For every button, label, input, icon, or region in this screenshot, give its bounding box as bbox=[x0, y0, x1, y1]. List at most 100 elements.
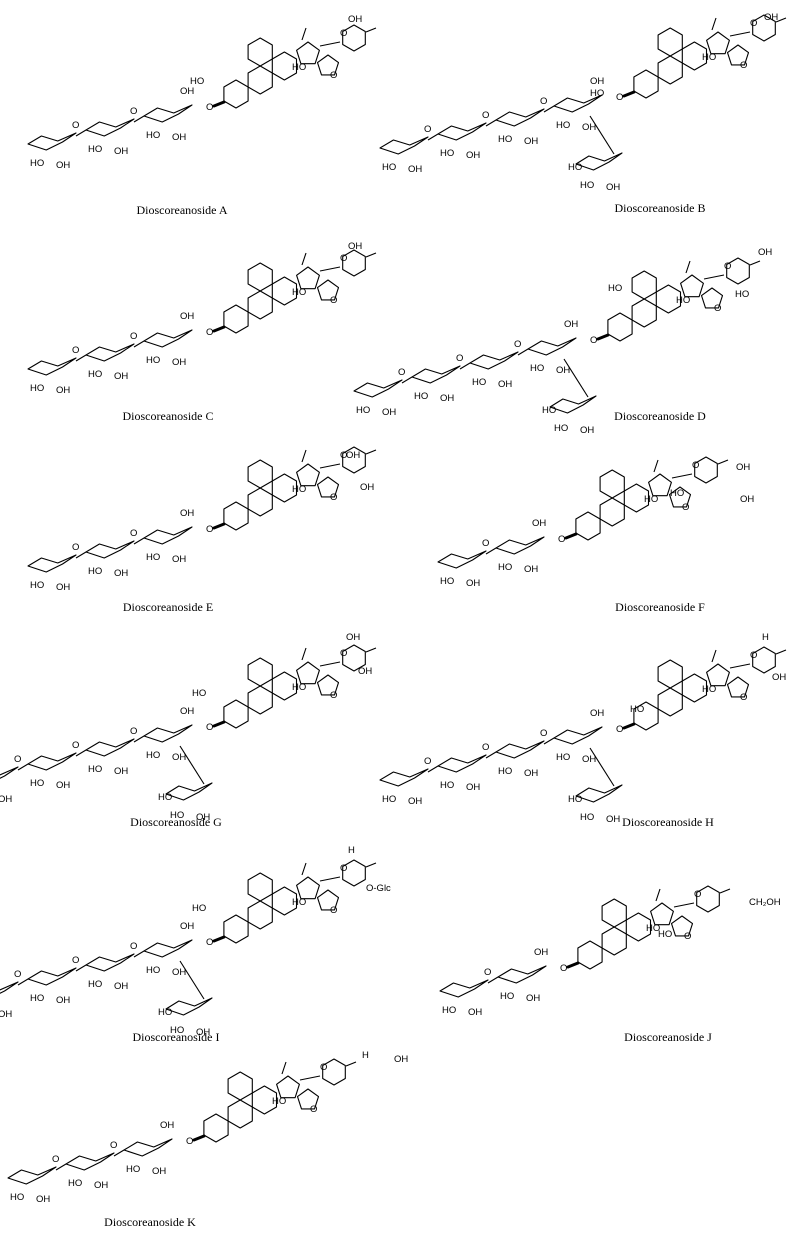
steroid-ring-c bbox=[601, 898, 627, 928]
sugar-link-oxygen-0: O bbox=[540, 96, 547, 107]
aglycone-label-1: HO bbox=[658, 929, 672, 940]
sugar-oh-label-3: OH bbox=[382, 407, 396, 418]
sugar-link-1 bbox=[485, 119, 497, 127]
steroid-ring-c bbox=[247, 262, 273, 292]
branch-sugar-ring bbox=[549, 395, 597, 414]
pyran-oxygen-label: O bbox=[340, 28, 347, 39]
aglycone-label-2: HO bbox=[608, 283, 622, 294]
methyl-bond bbox=[301, 27, 307, 41]
branch-sugar-ho-label: HO bbox=[542, 405, 556, 416]
furan-oxygen-label: O bbox=[330, 905, 337, 916]
c14-hydroxyl-label: HO bbox=[702, 52, 716, 63]
sugar-link-0 bbox=[517, 348, 529, 356]
sugar-ho-label-1: HO bbox=[442, 1005, 456, 1016]
sugar-ring-3 bbox=[353, 379, 403, 398]
sugar-link-oxygen-1: O bbox=[72, 542, 79, 553]
sugar-ho-label-1: HO bbox=[88, 979, 102, 990]
c14-hydroxyl-label: HO bbox=[646, 923, 660, 934]
pyran-oxygen-label: O bbox=[694, 889, 701, 900]
sugar-ring-1 bbox=[65, 1152, 115, 1171]
structure-panel-i: OOHOHO-GlcHOOHOOHOHOHOOHOHOOHOHOOHHOHOOH… bbox=[0, 835, 400, 1050]
sugar-ring-2 bbox=[437, 754, 487, 773]
sugar-ho-label-2: HO bbox=[30, 383, 44, 394]
sugar-link-0 bbox=[113, 1149, 125, 1157]
glycoside-bond bbox=[192, 1134, 206, 1142]
sugar-ho-label-0: HO bbox=[556, 752, 570, 763]
sugar-link-1 bbox=[75, 964, 87, 972]
furan-oxygen-label: O bbox=[682, 502, 689, 513]
spiro-bond bbox=[319, 266, 341, 272]
branch-sugar-ho-label: HO bbox=[568, 794, 582, 805]
steroid-ring-b bbox=[247, 65, 273, 95]
sugar-ch2oh-label: OH bbox=[180, 86, 194, 97]
sugar-ho-label-2: HO bbox=[30, 580, 44, 591]
spiro-bond bbox=[299, 1075, 321, 1081]
steroid-ring-b bbox=[657, 687, 683, 717]
sugar-link-0 bbox=[133, 950, 145, 958]
pyran-ring bbox=[694, 456, 718, 484]
aglycone-label-0: OH bbox=[764, 12, 778, 23]
pyran-oxygen-label: O bbox=[724, 261, 731, 272]
steroid-ring-a bbox=[223, 79, 249, 109]
sugar-ring-0 bbox=[527, 337, 577, 356]
glycoside-bond bbox=[212, 935, 226, 943]
terminal-bond bbox=[717, 459, 729, 465]
steroid-ring-d bbox=[680, 274, 704, 298]
steroid-ring-b bbox=[631, 298, 657, 328]
steroid-ring-d6 bbox=[681, 41, 708, 71]
sugar-oh-label-1: OH bbox=[466, 578, 480, 589]
terminal-bond bbox=[775, 17, 787, 23]
sugar-ring-0 bbox=[497, 965, 547, 984]
sugar-oh-label-1: OH bbox=[498, 379, 512, 390]
methyl-bond bbox=[301, 647, 307, 661]
aglycone-label-0: OH bbox=[346, 632, 360, 643]
glycoside-bond bbox=[212, 100, 226, 108]
sugar-ho-label-0: HO bbox=[126, 1164, 140, 1175]
branch-sugar-ho-label-2: HO bbox=[170, 1025, 184, 1036]
pyran-oxygen-label: O bbox=[340, 648, 347, 659]
sugar-link-0 bbox=[485, 547, 497, 555]
steroid-ring-b bbox=[227, 1099, 253, 1129]
spiro-bond bbox=[319, 41, 341, 47]
pyran-oxygen-label: O bbox=[340, 253, 347, 264]
furan-oxygen-label: O bbox=[740, 60, 747, 71]
sugar-ho-label-0: HO bbox=[556, 120, 570, 131]
sugar-link-oxygen-1: O bbox=[72, 740, 79, 751]
steroid-ring-d6 bbox=[251, 1085, 278, 1115]
glycoside-bond bbox=[566, 961, 580, 969]
sugar-oh-label-0: OH bbox=[172, 967, 186, 978]
furan-ring bbox=[726, 676, 750, 698]
steroid-ring-c bbox=[657, 659, 683, 689]
terminal-bond bbox=[365, 647, 377, 653]
sugar-link-oxygen-1: O bbox=[52, 1154, 59, 1165]
steroid-ring-d bbox=[706, 31, 730, 55]
glycoside-oxygen-label: O bbox=[206, 722, 213, 733]
sugar-oh-label-3: OH bbox=[0, 794, 12, 805]
methyl-bond bbox=[685, 260, 691, 274]
steroid-ring-a bbox=[607, 312, 633, 342]
steroid-ring-b bbox=[247, 290, 273, 320]
sugar-ring-1 bbox=[437, 550, 487, 569]
aglycone-label-1: O-Glc bbox=[366, 883, 391, 894]
sugar-ring-1 bbox=[85, 953, 135, 972]
steroid-ring-d bbox=[276, 1075, 300, 1099]
aglycone-label-1: HO bbox=[190, 76, 204, 87]
sugar-ring-1 bbox=[85, 738, 135, 757]
sugar-ho-label-0: HO bbox=[146, 130, 160, 141]
steroid-ring-b bbox=[247, 685, 273, 715]
steroid-ring-d6 bbox=[271, 671, 298, 701]
furan-oxygen-label: O bbox=[330, 492, 337, 503]
sugar-ring-2 bbox=[27, 132, 77, 151]
sugar-ring-1 bbox=[469, 351, 519, 370]
aglycone-label-1: OH bbox=[772, 672, 786, 683]
sugar-ring-0 bbox=[553, 94, 603, 113]
caption-h: Dioscoreanoside H bbox=[622, 815, 714, 829]
sugar-oh-label-3: OH bbox=[408, 796, 422, 807]
steroid-ring-d6 bbox=[623, 483, 650, 513]
sugar-link-1 bbox=[75, 551, 87, 559]
furan-oxygen-label: O bbox=[740, 692, 747, 703]
